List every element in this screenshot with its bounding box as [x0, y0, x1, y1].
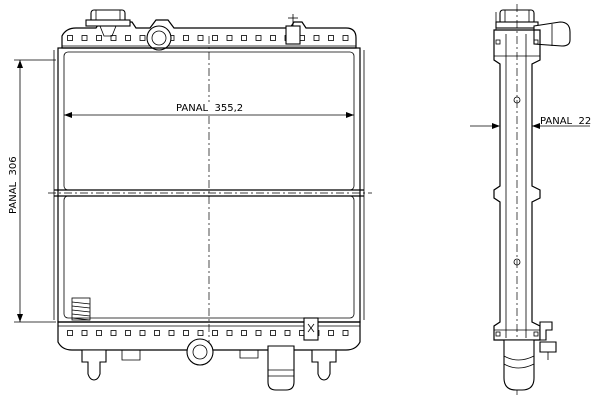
tank-rivet — [212, 35, 218, 41]
depth-dimension-label: PANAL 22 — [540, 116, 591, 127]
mount-peg-left — [81, 349, 107, 381]
tank-rivet — [81, 35, 88, 41]
tank-rivet — [255, 35, 262, 41]
tank-rivet — [197, 35, 204, 41]
width-dimension: PANAL 355,2 — [64, 102, 354, 118]
tank-rivet — [212, 330, 218, 336]
tank-rivet — [67, 330, 73, 336]
tank-rivet — [313, 35, 320, 41]
tank-rivet — [168, 330, 175, 336]
tank-rivet — [139, 330, 146, 336]
side-rivet — [533, 39, 539, 45]
height-dimension: PANAL 306 — [6, 59, 56, 323]
depth-dimension: PANAL 22 — [470, 116, 591, 129]
tank-rivet — [328, 330, 334, 336]
side-rivet — [495, 331, 501, 337]
tank-rivet — [110, 35, 117, 41]
tank-rivet — [255, 330, 262, 336]
lower-hose-outlet — [267, 345, 295, 391]
side-rivet — [533, 331, 539, 337]
tank-rivet — [125, 330, 131, 336]
tank-rivet — [241, 330, 247, 336]
tank-rivet — [154, 330, 160, 336]
tank-rivet — [197, 330, 204, 336]
side-view: PANAL 22 — [470, 4, 591, 395]
tank-rivet — [328, 35, 334, 41]
tank-rivet — [342, 330, 349, 336]
lower-outlet-flange — [186, 338, 214, 366]
tank-rivet — [110, 330, 117, 336]
tank-rivet — [226, 35, 233, 41]
tank-rivet — [270, 35, 276, 41]
radiator-cap — [85, 9, 131, 37]
tank-rivet — [284, 330, 291, 336]
width-dimension-label: PANAL 355,2 — [176, 103, 243, 114]
tank-rivet — [96, 35, 102, 41]
tank-rivet — [342, 35, 349, 41]
tank-rivet — [96, 330, 102, 336]
side-bottom-bracket — [539, 321, 557, 360]
core-fin-detail — [71, 297, 91, 321]
tank-rivet — [270, 330, 276, 336]
side-lower-hose-outlet — [503, 339, 535, 391]
upper-hose-outlet — [146, 25, 172, 51]
height-dimension-label: PANAL 306 — [8, 156, 19, 214]
tank-rivet — [183, 35, 189, 41]
tank-rivet — [241, 35, 247, 41]
tank-rivet — [183, 330, 189, 336]
side-upper-hose-outlet — [533, 21, 571, 47]
side-rivet — [495, 39, 501, 45]
front-view: PANAL 355,2 PANAL 306 — [6, 9, 372, 391]
tank-rivet — [226, 330, 233, 336]
bottom-tab-left — [121, 350, 259, 361]
mount-peg-right — [311, 349, 337, 381]
top-mount-bracket — [285, 14, 301, 45]
bottom-mount-bracket — [303, 317, 319, 341]
tank-rivet — [67, 35, 73, 41]
tank-rivet — [139, 35, 146, 41]
tank-rivet — [81, 330, 88, 336]
tank-rivet — [125, 35, 131, 41]
